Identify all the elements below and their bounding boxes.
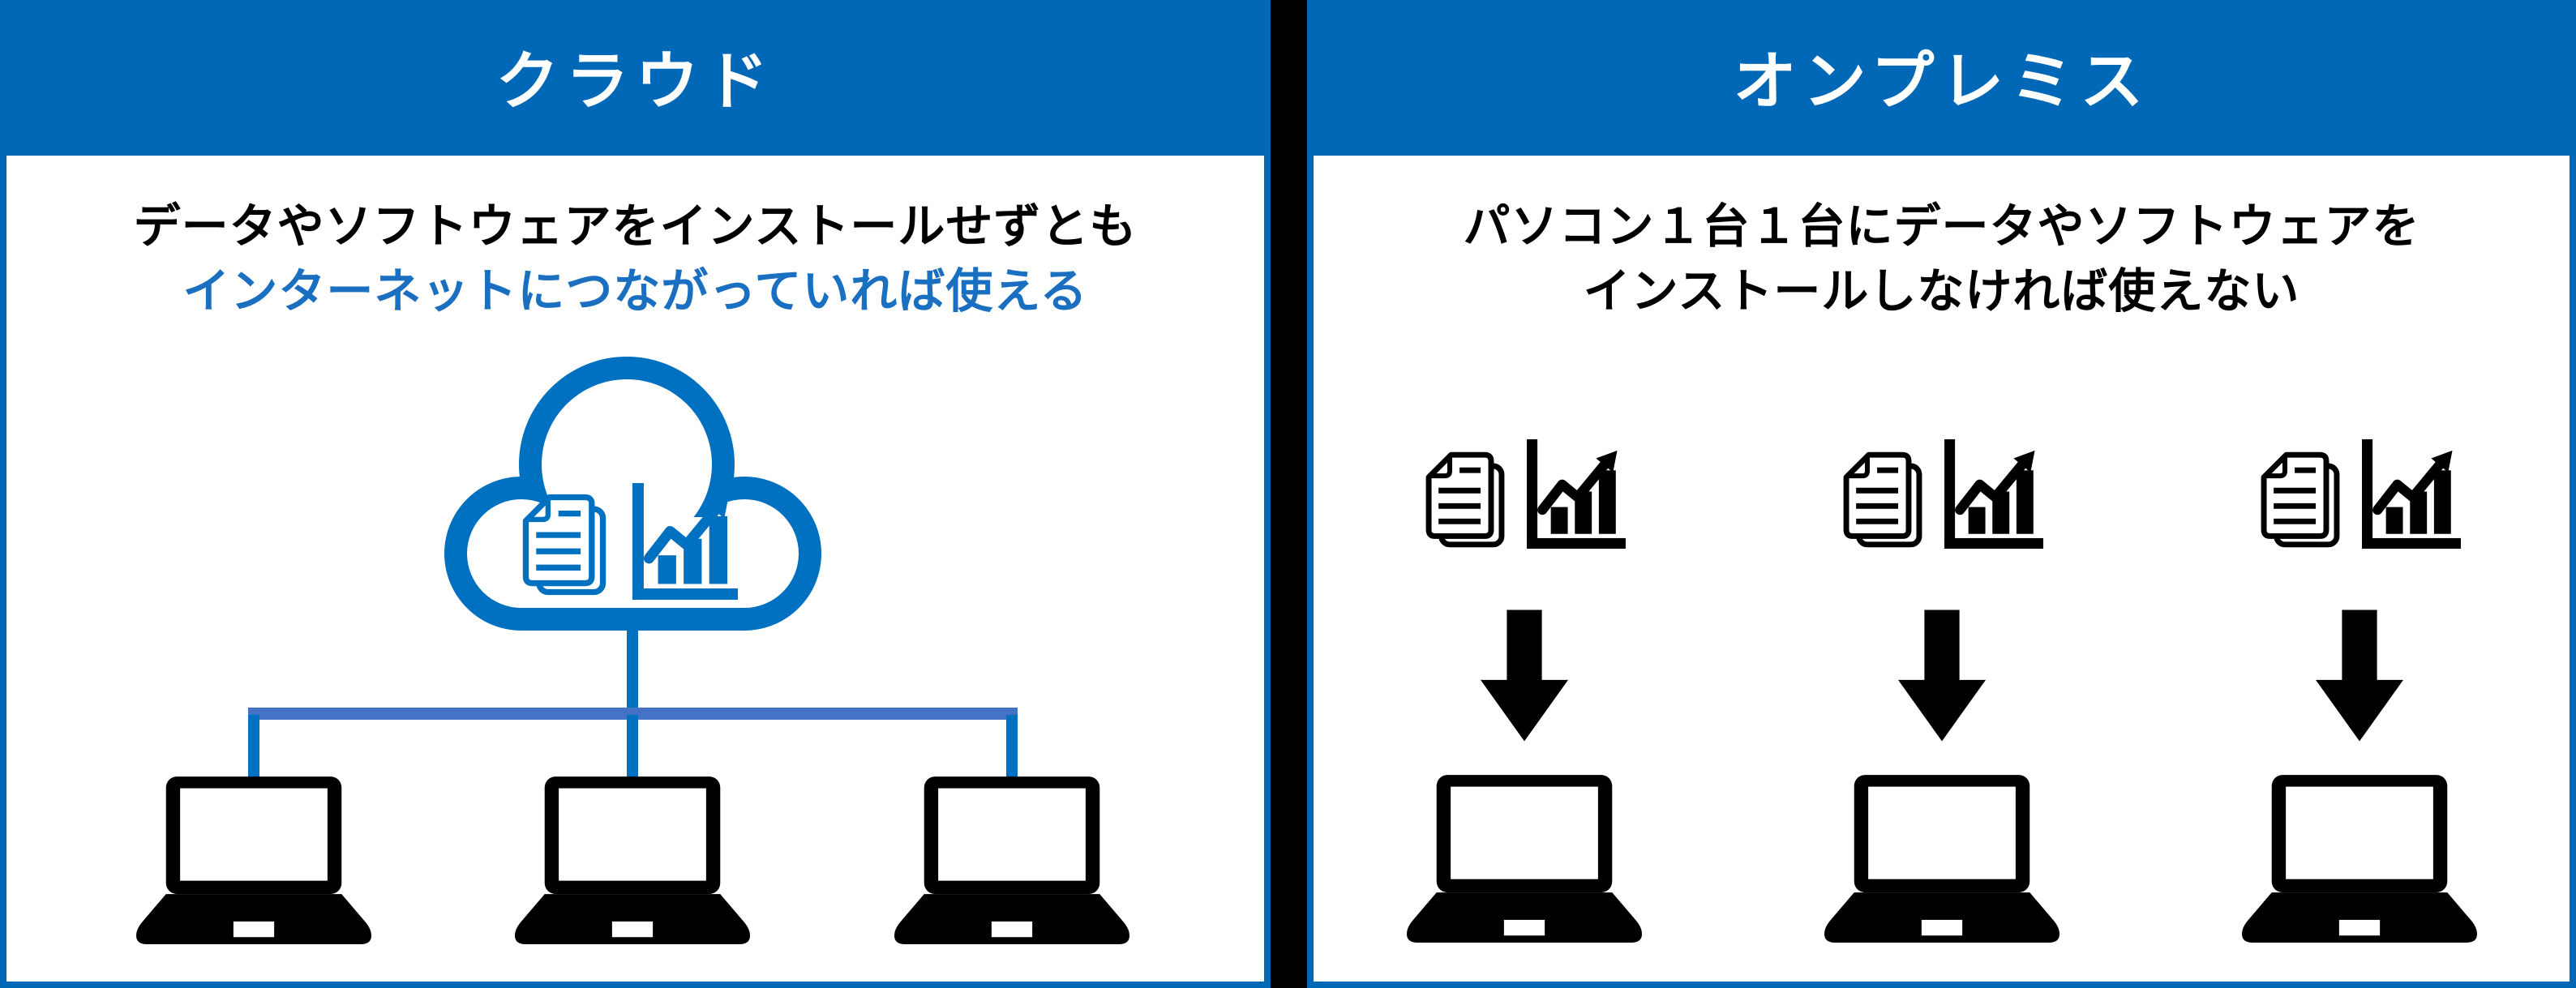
down-arrow-icon [1898,609,1986,742]
cloud-panel-header: クラウド [6,6,1264,156]
network-bus-line [248,708,1018,720]
onpremise-panel-body: パソコン１台１台にデータやソフトウェアを インストールしなければ使えない [1314,156,2570,982]
cloud-panel-body: データやソフトウェアをインストールせずとも インターネットにつながっていれば使え… [6,156,1264,982]
down-arrow-icon [1481,609,1568,742]
cloud-panel: クラウド データやソフトウェアをインストールせずとも インターネットにつながって… [0,0,1271,988]
laptop-icon [2242,775,2477,943]
bar-chart-icon [632,483,738,600]
document-icon [520,493,609,597]
network-drop-line [248,715,259,778]
bar-chart-icon [2362,439,2461,549]
laptop-icon [1407,775,1642,943]
data-software-icons [2258,439,2461,549]
down-arrow-icon [2316,609,2403,742]
document-icon [2258,451,2342,549]
cloud-caption: データやソフトウェアをインストールせずとも インターネットにつながっていれば使え… [6,156,1264,324]
laptop-icon [515,776,750,945]
onpremise-caption: パソコン１台１台にデータやソフトウェアを インストールしなければ使えない [1314,156,2570,324]
network-drop-line [1006,715,1018,778]
laptop-icon [1824,775,2060,943]
cloud-caption-line1: データやソフトウェアをインストールせずとも [133,200,1138,253]
onpremise-caption-line1: パソコン１台１台にデータやソフトウェアを [1463,200,2420,253]
cloud-connector-line [627,629,638,709]
document-icon [1841,451,1925,549]
cloud-icon [396,314,850,639]
onpremise-panel: オンプレミス パソコン１台１台にデータやソフトウェアを インストールしなければ使… [1307,0,2576,988]
cloud-panel-title: クラウド [495,45,775,117]
onpremise-panel-header: オンプレミス [1314,6,2570,156]
onpremise-panel-title: オンプレミス [1733,45,2150,117]
laptop-icon [136,776,371,945]
network-drop-line [627,715,638,778]
cloud-caption-line2: インターネットにつながっていれば使える [182,265,1088,318]
pc-station [1772,439,2112,943]
onpremise-caption-line2: インストールしなければ使えない [1583,265,2300,318]
bar-chart-icon [1527,439,1626,549]
document-icon [1423,451,1507,549]
pc-station [2189,439,2530,943]
panel-divider [1271,0,1307,988]
pc-station [1354,439,1695,943]
data-software-icons [1423,439,1626,549]
data-software-icons [1841,439,2043,549]
bar-chart-icon [1944,439,2043,549]
laptop-icon [894,776,1129,945]
